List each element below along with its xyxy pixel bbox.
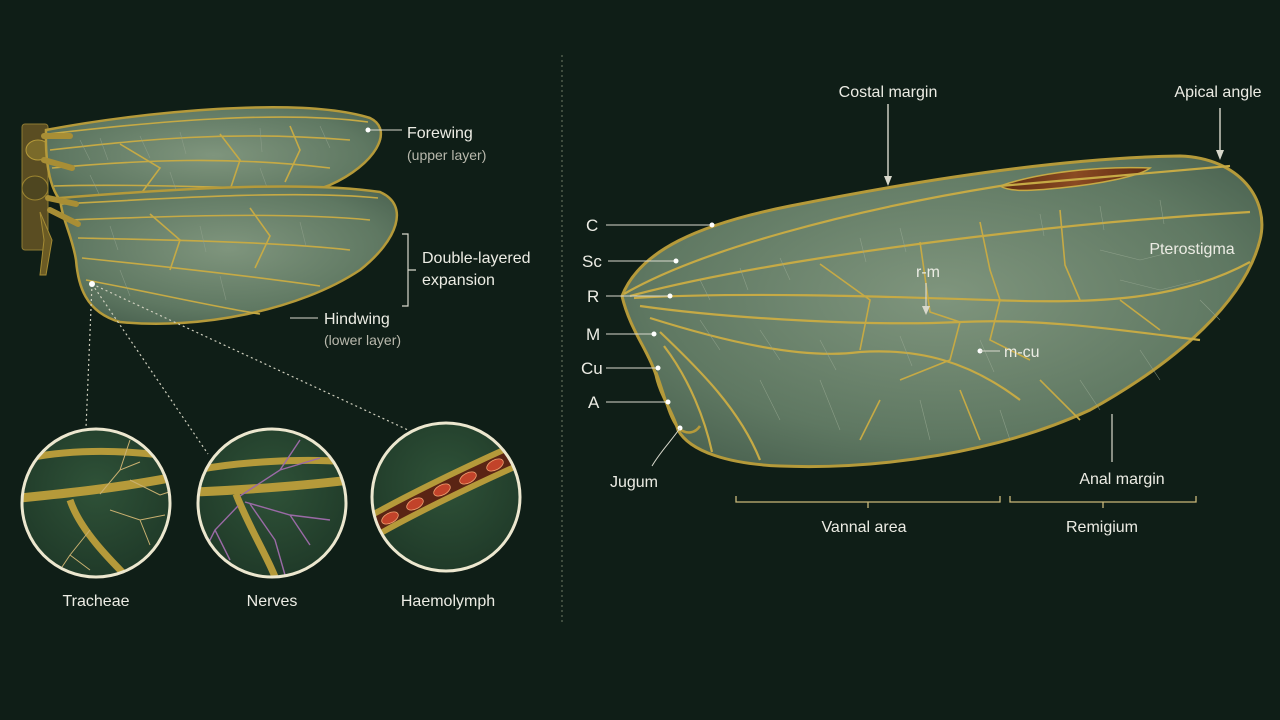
hindwing-title: Hindwing [324,311,390,328]
hindwing-subtitle: (lower layer) [324,332,401,348]
vein-label-c: C [586,216,598,235]
haemolymph-cells-icon [372,438,520,542]
anal-margin-label: Anal margin [1079,471,1164,488]
forewing-subtitle: (upper layer) [407,147,486,163]
vannal-area-bracket [735,496,1001,508]
remigium-label: Remigium [1066,519,1138,536]
thorax-base-icon [21,123,53,276]
vannal-area-label: Vannal area [821,519,906,536]
vein-label-cu: Cu [581,359,603,378]
vein-label-a: A [588,393,600,412]
vein-label-sc: Sc [582,252,602,271]
expansion-line1: Double-layered [422,250,531,267]
inset-callout-lines [85,283,409,455]
expansion-line2: expansion [422,272,495,289]
vein-label-m: M [586,325,600,344]
apical-angle-label: Apical angle [1174,84,1261,101]
crossvein-rm-label: r-m [916,264,940,281]
right-panel: C Sc R M Cu A Costal margin Apical angle [581,84,1264,536]
vein-label-r: R [587,287,599,306]
large-wing-shape [620,154,1264,469]
hindwing-shape [58,185,399,325]
costal-margin-label: Costal margin [839,84,938,101]
inset-nerves: Nerves [196,427,348,610]
expansion-bracket [402,233,416,307]
crossvein-mcu-label: m-cu [1004,344,1040,361]
inset-tracheae: Tracheae [20,427,172,610]
pterostigma-label: Pterostigma [1149,241,1234,258]
vein-labels: C Sc R M Cu A [581,216,715,412]
left-panel: Forewing (upper layer) Double-layered ex… [20,106,531,610]
forewing-title: Forewing [407,125,473,142]
inset-haemolymph: Haemolymph [370,421,522,610]
jugum-label: Jugum [610,474,658,491]
inset-label-haemolymph: Haemolymph [401,593,495,610]
inset-label-nerves: Nerves [247,593,298,610]
inset-label-tracheae: Tracheae [63,593,130,610]
remigium-bracket [1009,496,1197,508]
